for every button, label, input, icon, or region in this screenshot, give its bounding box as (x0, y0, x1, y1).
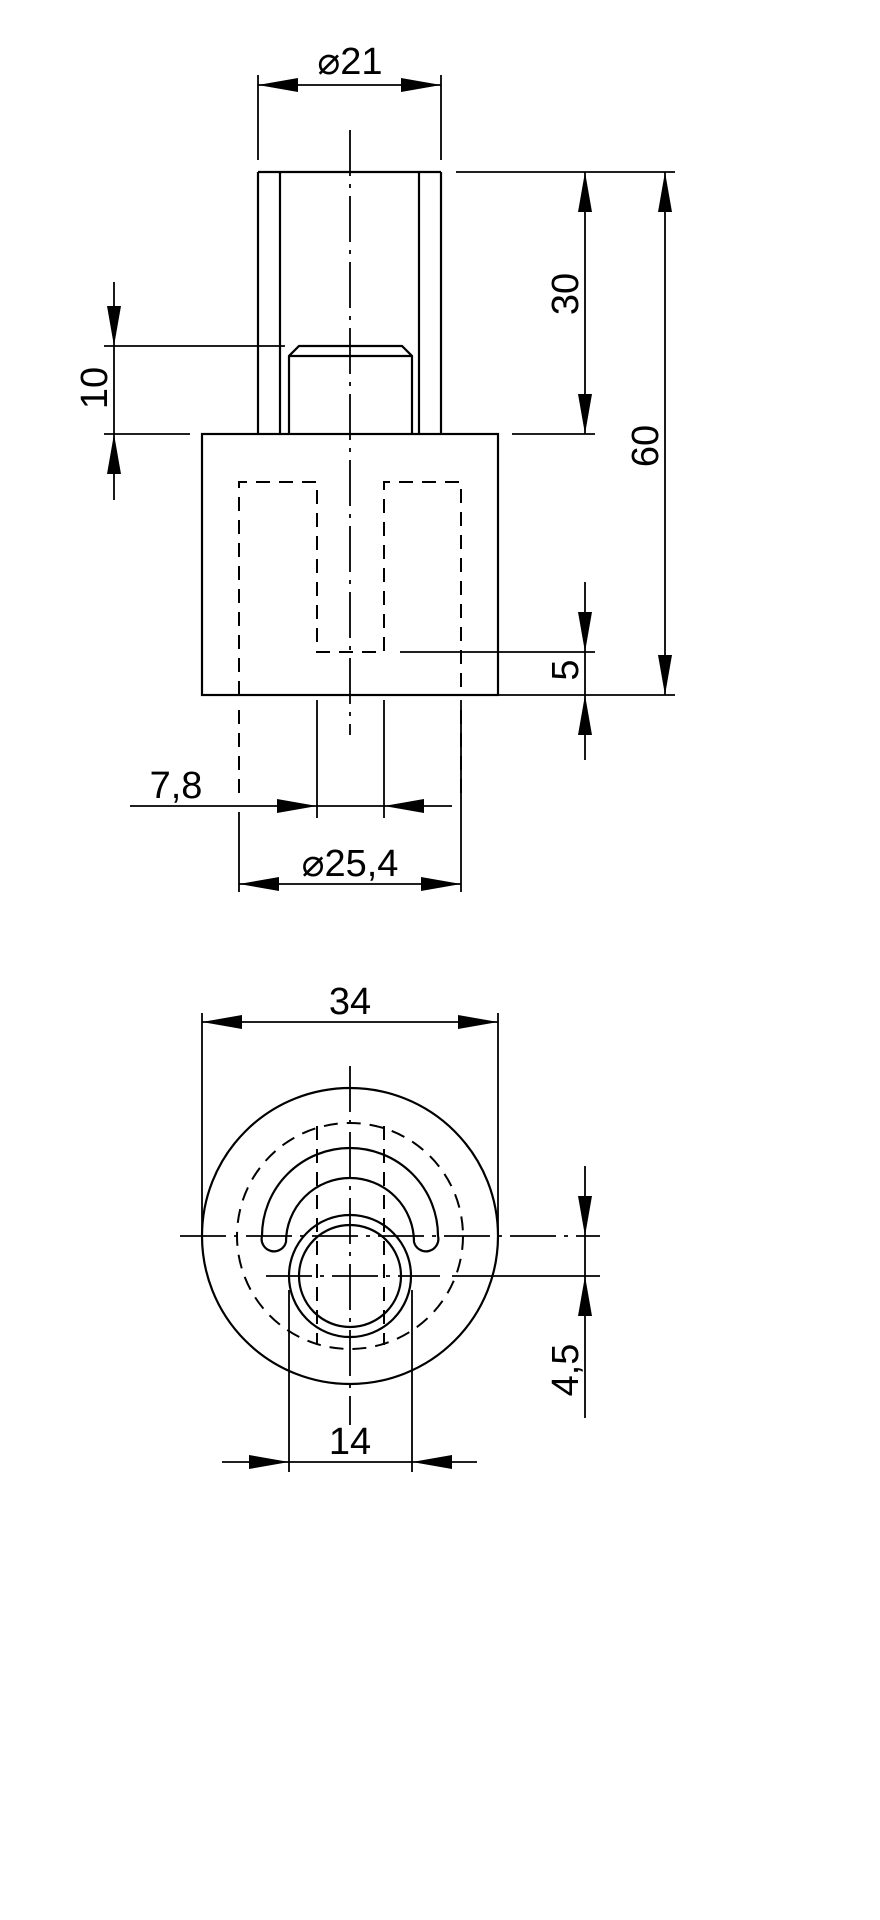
dim-label-tube-height: 30 (545, 273, 587, 315)
crescent-slot (260, 1146, 440, 1253)
dim-total-height: 60 (625, 172, 672, 695)
dim-outer-width: 34 (202, 981, 498, 1029)
dim-label-slot-width: 7,8 (150, 765, 203, 807)
dim-label-offset: 4,5 (545, 1344, 587, 1397)
dim-offset: 4,5 (545, 1166, 592, 1418)
bottom-view: 34 14 4,5 (180, 981, 600, 1472)
dim-label-outer-width: 34 (329, 981, 371, 1023)
dim-pin-height: 10 (74, 282, 121, 500)
dim-label-total-height: 60 (625, 425, 667, 467)
dim-bore-diameter: ⌀25,4 (239, 843, 461, 891)
dim-label-tube-diameter: ⌀21 (317, 41, 382, 83)
dim-slot-width: 7,8 (130, 765, 452, 813)
upper-tube (256, 170, 443, 434)
dim-label-slot-bottom: 5 (545, 659, 587, 680)
dim-label-bore-diameter: ⌀25,4 (302, 843, 399, 885)
dim-pin-width: 14 (222, 1421, 477, 1469)
front-view: ⌀21 30 60 10 5 (74, 41, 675, 892)
dim-tube-height: 30 (545, 172, 592, 434)
extension-lines (104, 75, 675, 892)
dim-slot-bottom: 5 (545, 582, 592, 760)
dim-tube-diameter: ⌀21 (258, 41, 441, 92)
dim-label-pin-height: 10 (74, 367, 116, 409)
dim-label-pin-width: 14 (329, 1421, 371, 1463)
